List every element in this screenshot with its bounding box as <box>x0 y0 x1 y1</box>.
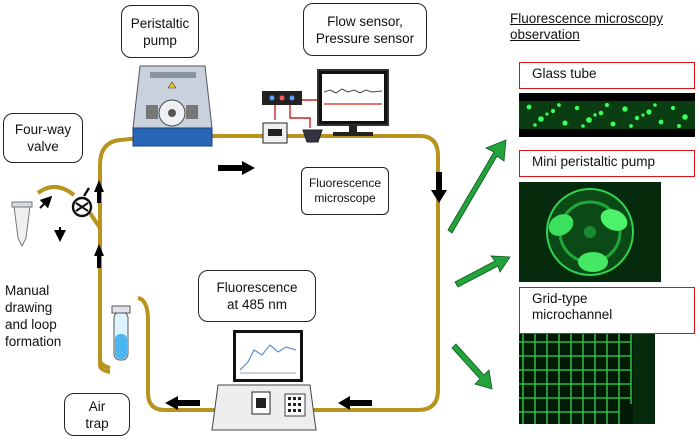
flow-arrow <box>165 396 200 410</box>
flow-arrow <box>338 396 372 410</box>
peristaltic-pump-label: Peristaltic pump <box>121 5 199 58</box>
observation-title: Fluorescence microscopy observation <box>510 11 664 42</box>
fluorescence-microscope-label: Fluorescence microscope <box>301 167 389 215</box>
green-arrow <box>451 343 493 390</box>
grid-microchannel-label: Grid-type microchannel <box>519 287 695 334</box>
monitor-icon <box>317 69 389 136</box>
flow-sensor-label: Flow sensor, Pressure sensor <box>303 3 427 56</box>
green-arrow <box>447 139 507 234</box>
flow-arrow <box>218 161 255 175</box>
glass-tube-label: Glass tube <box>519 62 695 89</box>
glass-tube-image <box>519 93 695 137</box>
air-trap-icon <box>111 305 131 361</box>
flow-arrow <box>431 172 447 203</box>
air-trap-label: Air trap <box>64 393 130 436</box>
mini-pump-image <box>519 182 661 282</box>
valve-icon <box>71 187 93 218</box>
flow-arrow <box>94 180 104 203</box>
four-way-valve-label: Four-way valve <box>3 113 83 163</box>
mini-pump-label: Mini peristaltic pump <box>519 150 695 177</box>
observation-arrows <box>447 139 511 390</box>
centrifuge-tube-icon <box>11 201 33 248</box>
grid-microchannel-image <box>519 334 655 424</box>
sensor-icon <box>262 91 323 144</box>
fluorescence-485-label: Fluorescence at 485 nm <box>198 270 316 322</box>
green-arrow <box>454 255 511 288</box>
flow-arrows <box>94 161 447 410</box>
peristaltic-pump-icon <box>132 65 213 147</box>
fluorescence-detector-icon <box>211 330 317 431</box>
tubing-loop <box>36 134 440 412</box>
flow-arrow <box>94 244 104 268</box>
manual-drawing-label: Manual drawing and loop formation <box>5 283 62 349</box>
